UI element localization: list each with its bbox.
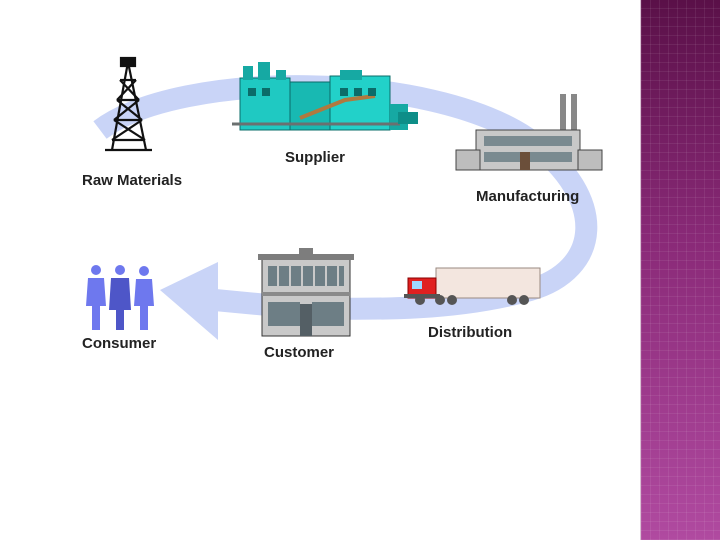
- slide: Raw Materials Supplier Manufacturing Dis…: [82, 56, 603, 361]
- people-icon: [86, 265, 154, 330]
- oil-derrick-icon: [105, 56, 152, 152]
- store-building-icon: [258, 248, 354, 337]
- industrial-plant-icon: [232, 62, 418, 131]
- truck-icon: [404, 267, 541, 305]
- label-distribution: Distribution: [428, 324, 513, 341]
- label-supplier: Supplier: [285, 149, 346, 166]
- supply-chain-diagram: [86, 56, 603, 340]
- label-consumer: Consumer: [82, 335, 157, 352]
- factory-icon: [455, 94, 603, 171]
- label-raw-materials: Raw Materials: [82, 172, 183, 189]
- divider: [640, 0, 641, 540]
- side-band: [641, 0, 720, 540]
- label-customer: Customer: [264, 344, 335, 361]
- label-manufacturing: Manufacturing: [476, 188, 580, 205]
